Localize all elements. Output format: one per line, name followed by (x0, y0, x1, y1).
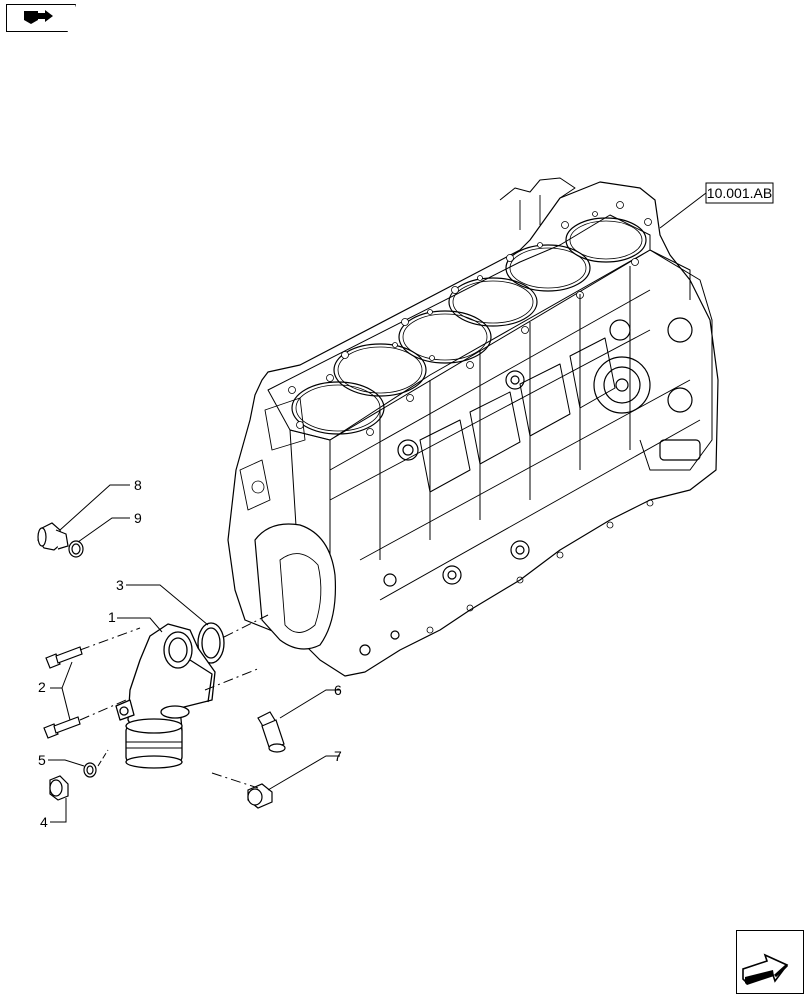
reference-box[interactable] (705, 182, 774, 204)
engine-block-drawing (227, 177, 719, 677)
part-2-bolts (43, 646, 83, 739)
next-page-button[interactable] (736, 930, 804, 994)
reference-label: 10.001.AB (707, 185, 772, 201)
reference-callout: 10.001.AB (659, 182, 774, 229)
callout-1[interactable]: 1 (108, 609, 116, 625)
part-7-plug (247, 783, 273, 809)
callout-4[interactable]: 4 (40, 814, 48, 830)
part-1-thermostat-housing (115, 623, 216, 769)
part-3-o-ring (197, 622, 225, 664)
back-to-index-button[interactable] (6, 4, 76, 32)
callout-6[interactable]: 6 (334, 682, 342, 698)
next-page-arrow-icon (742, 953, 789, 985)
callout-2[interactable]: 2 (38, 679, 46, 695)
callout-8[interactable]: 8 (134, 477, 142, 493)
part-8-plug (37, 522, 69, 551)
part-9-seal-ring (68, 540, 84, 558)
part-5-washer (83, 762, 97, 778)
callout-9[interactable]: 9 (134, 510, 142, 526)
callout-5[interactable]: 5 (38, 752, 46, 768)
callout-7[interactable]: 7 (334, 748, 342, 764)
part-6-sensor (257, 711, 286, 753)
book-arrow-icon (24, 10, 53, 24)
part-4-plug (49, 775, 69, 801)
callout-3[interactable]: 3 (116, 577, 124, 593)
